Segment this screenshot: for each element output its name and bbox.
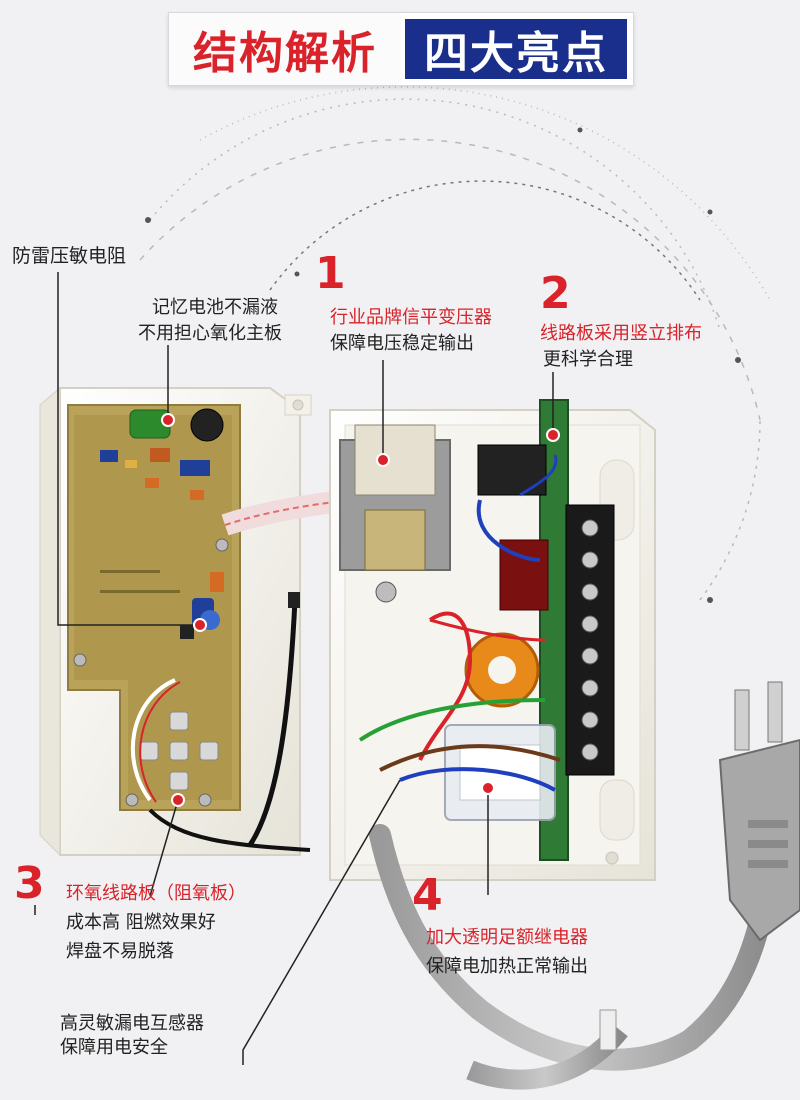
callout-1-desc: 保障电压稳定输出 (330, 333, 474, 354)
leader-dots (161, 413, 560, 807)
base-box (329, 399, 656, 881)
label-sensor-line2: 保障用电安全 (60, 1037, 168, 1058)
title-right-panel: 四大亮点 (405, 19, 627, 79)
decorative-arcs (139, 86, 771, 601)
callout-1-title: 行业品牌信平变压器 (330, 307, 492, 328)
control-board-lid (39, 386, 312, 857)
callout-3-title: 环氧线路板（阻氧板） (66, 883, 246, 904)
callout-number-2: 2 (540, 268, 571, 319)
decorative-dots (145, 127, 741, 603)
label-varistor: 防雷压敏电阻 (12, 245, 127, 267)
callout-number-4: 4 (412, 870, 443, 921)
callout-2-title: 线路板采用竖立排布 (540, 323, 702, 344)
callout-number-1: 1 (315, 248, 346, 299)
callout-3-desc1: 成本高 阻燃效果好 (66, 912, 216, 933)
callout-number-3: 3 (14, 858, 45, 909)
title-banner: 结构解析 四大亮点 (168, 12, 634, 86)
callout-3-desc2: 焊盘不易脱落 (66, 941, 174, 962)
label-battery-line1: 记忆电池不漏液 (152, 297, 278, 318)
title-left-panel: 结构解析 (169, 13, 401, 85)
label-sensor-line1: 高灵敏漏电互感器 (60, 1013, 204, 1034)
callout-4-desc: 保障电加热正常输出 (426, 956, 588, 977)
title-four-highlights: 四大亮点 (424, 28, 608, 79)
leader-lines (34, 272, 554, 1065)
callout-2-desc: 更科学合理 (543, 349, 633, 370)
callout-4-title: 加大透明足额继电器 (426, 927, 588, 948)
label-battery-line2: 不用担心氧化主板 (138, 323, 282, 344)
title-structure-analysis: 结构解析 (193, 28, 377, 79)
power-cord (369, 681, 800, 1090)
